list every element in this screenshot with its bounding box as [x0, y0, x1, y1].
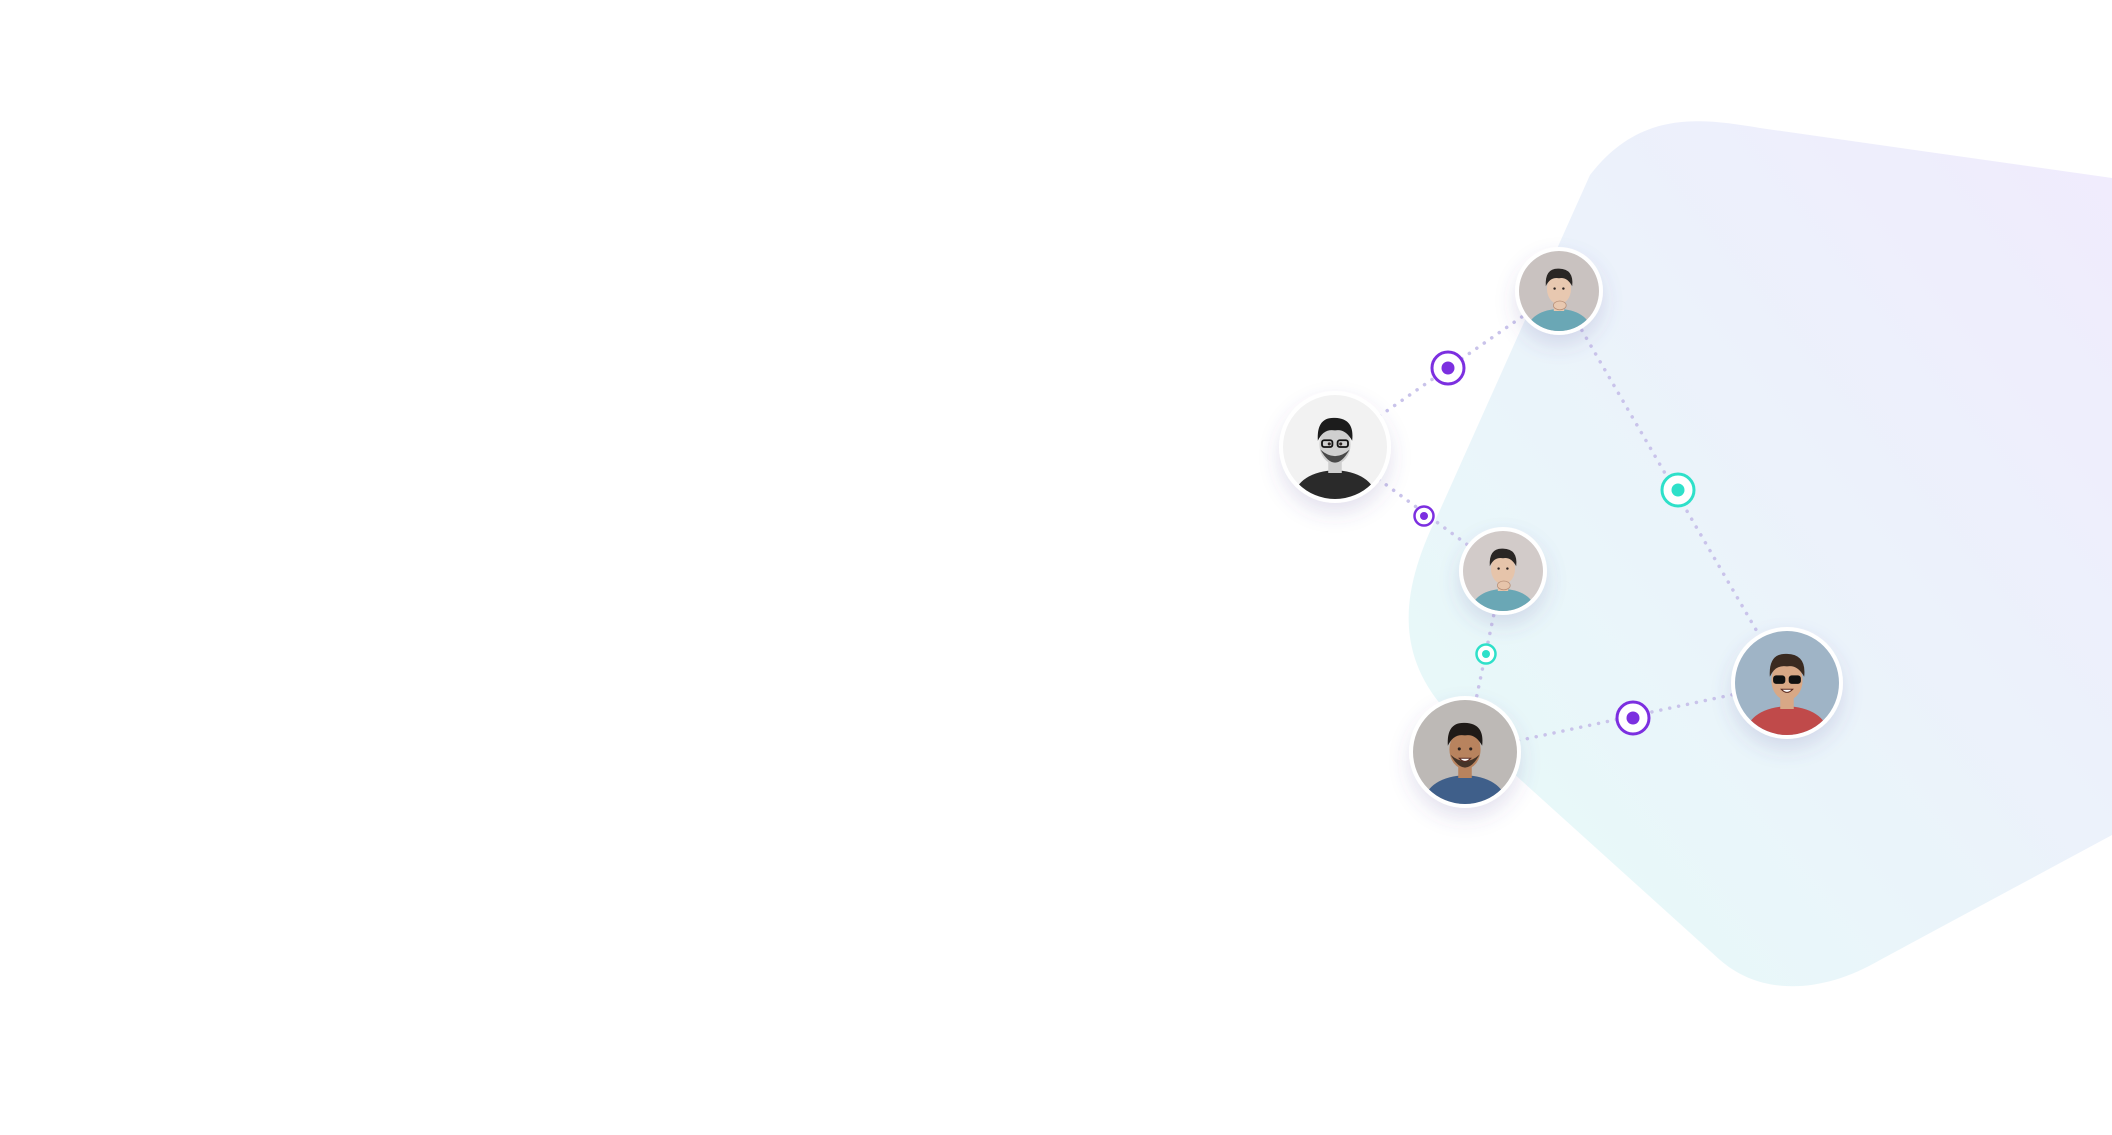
teal-node-marker-icon — [1660, 472, 1696, 508]
purple-node-marker-icon — [1413, 505, 1435, 527]
avatar-man-hand-on-chin — [1515, 247, 1603, 335]
background-blob — [1408, 121, 2112, 987]
avatar-man-sunglasses-outdoor — [1731, 627, 1843, 739]
avatar-man-glasses-monochrome — [1279, 391, 1391, 503]
purple-node-marker-icon — [1430, 350, 1466, 386]
connection-markers — [1413, 350, 1696, 736]
avatar-man-smiling-beard — [1409, 696, 1521, 808]
avatars — [1279, 247, 1843, 808]
avatar-man-hand-on-chin — [1459, 527, 1547, 615]
teal-node-marker-icon — [1475, 643, 1497, 665]
purple-node-marker-icon — [1615, 700, 1651, 736]
